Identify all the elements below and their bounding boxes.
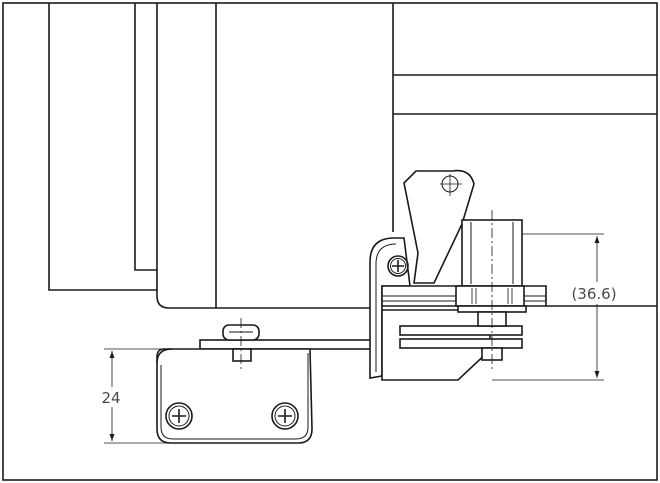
- latch-lever: [403, 169, 475, 284]
- cabinet-body: [48, 3, 657, 309]
- bottom-plate: [156, 348, 313, 444]
- screw-icon: [165, 402, 193, 430]
- cylinder-lock: [455, 210, 527, 372]
- dimension-right: (36.6): [492, 233, 622, 381]
- dimension-label-36-6: (36.6): [571, 285, 616, 303]
- dimension-left: 24: [96, 348, 192, 444]
- hinge-arm: [199, 339, 379, 350]
- screw-icon: [271, 402, 299, 430]
- screw-icon: [387, 255, 409, 277]
- lower-block: [381, 309, 523, 381]
- dimension-label-24: 24: [101, 389, 120, 407]
- pivot-pin: [222, 318, 260, 370]
